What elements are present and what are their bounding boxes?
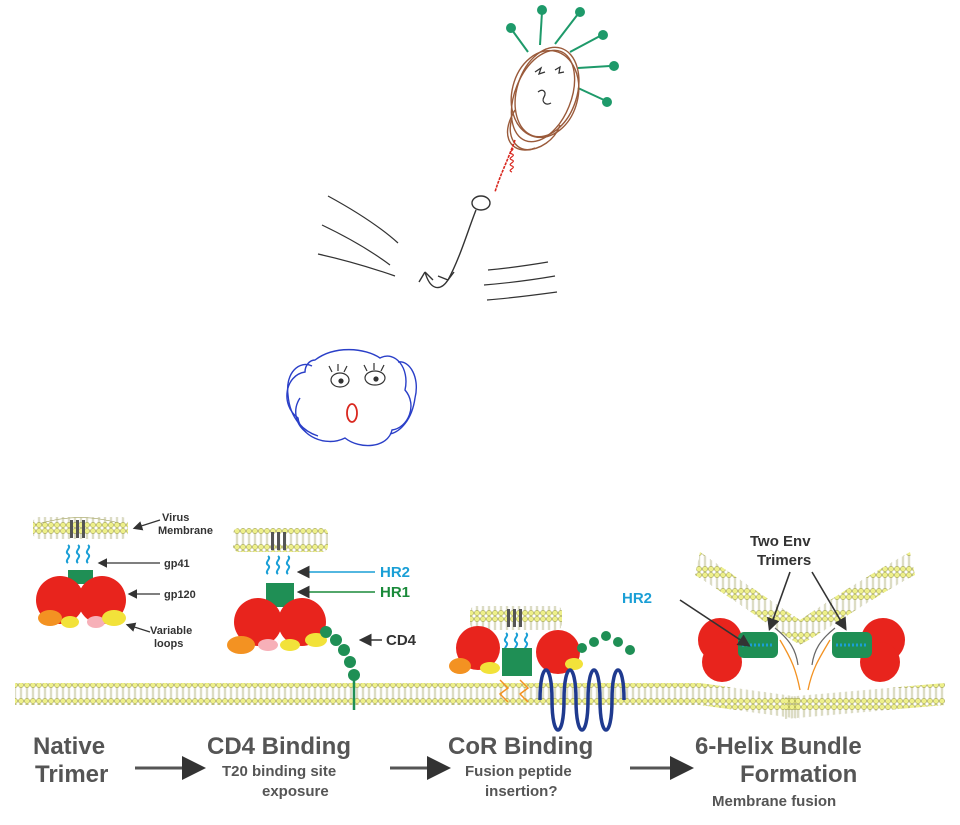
motion-lines — [317, 195, 558, 301]
svg-text:Trimers: Trimers — [757, 552, 811, 569]
stage-caption-cd4-binding: CD4 Binding T20 binding site exposure — [207, 733, 351, 800]
stage-caption-6-helix-bundle: 6-Helix Bundle Formation Membrane fusion — [695, 733, 862, 810]
svg-text:Virus: Virus — [162, 512, 189, 524]
stage-caption-cor-binding: CoR Binding Fusion peptide insertion? — [448, 733, 593, 800]
hr2-bundle-label: HR2 — [622, 590, 751, 647]
svg-text:CD4 Binding: CD4 Binding — [207, 733, 351, 760]
svg-text:6-Helix Bundle: 6-Helix Bundle — [695, 733, 862, 760]
svg-text:Native: Native — [33, 733, 105, 760]
six-helix-bundle-figure — [695, 552, 915, 691]
virus-membrane-label: Virus Membrane — [132, 512, 213, 537]
native-trimer-figure — [33, 517, 128, 628]
svg-text:insertion?: insertion? — [485, 783, 558, 800]
two-env-trimers-label: Two Env Trimers — [750, 533, 847, 632]
target-cell-membrane — [15, 683, 945, 719]
svg-text:gp41: gp41 — [164, 558, 190, 570]
svg-text:Variable: Variable — [150, 625, 192, 637]
cd4-binding-figure — [227, 528, 360, 710]
svg-text:exposure: exposure — [262, 783, 329, 800]
svg-text:Formation: Formation — [740, 761, 857, 788]
svg-text:Membrane fusion: Membrane fusion — [712, 793, 836, 810]
gp41-label: gp41 — [97, 558, 190, 570]
cell-sketch-icon — [286, 349, 417, 447]
svg-text:loops: loops — [154, 638, 183, 650]
hr1-label: HR1 — [296, 584, 410, 601]
svg-text:T20 binding site: T20 binding site — [222, 763, 336, 780]
svg-text:HR2: HR2 — [622, 590, 652, 607]
svg-text:gp120: gp120 — [164, 589, 196, 601]
svg-text:CoR Binding: CoR Binding — [448, 733, 593, 760]
hr2-label: HR2 — [296, 564, 410, 581]
variable-loops-label: Variable loops — [125, 622, 192, 650]
cor-binding-figure — [449, 606, 635, 732]
svg-text:CD4: CD4 — [386, 632, 417, 649]
virus-sketch-icon — [494, 5, 619, 193]
svg-text:HR1: HR1 — [380, 584, 410, 601]
stage-caption-native-trimer: Native Trimer — [33, 733, 108, 788]
svg-text:Two Env: Two Env — [750, 533, 811, 550]
svg-text:Membrane: Membrane — [158, 525, 213, 537]
fishing-hook-icon — [418, 195, 491, 289]
cd4-label: CD4 — [358, 632, 417, 649]
svg-text:HR2: HR2 — [380, 564, 410, 581]
svg-text:Fusion peptide: Fusion peptide — [465, 763, 572, 780]
gp120-label: gp120 — [127, 589, 196, 601]
svg-text:Trimer: Trimer — [35, 761, 108, 788]
